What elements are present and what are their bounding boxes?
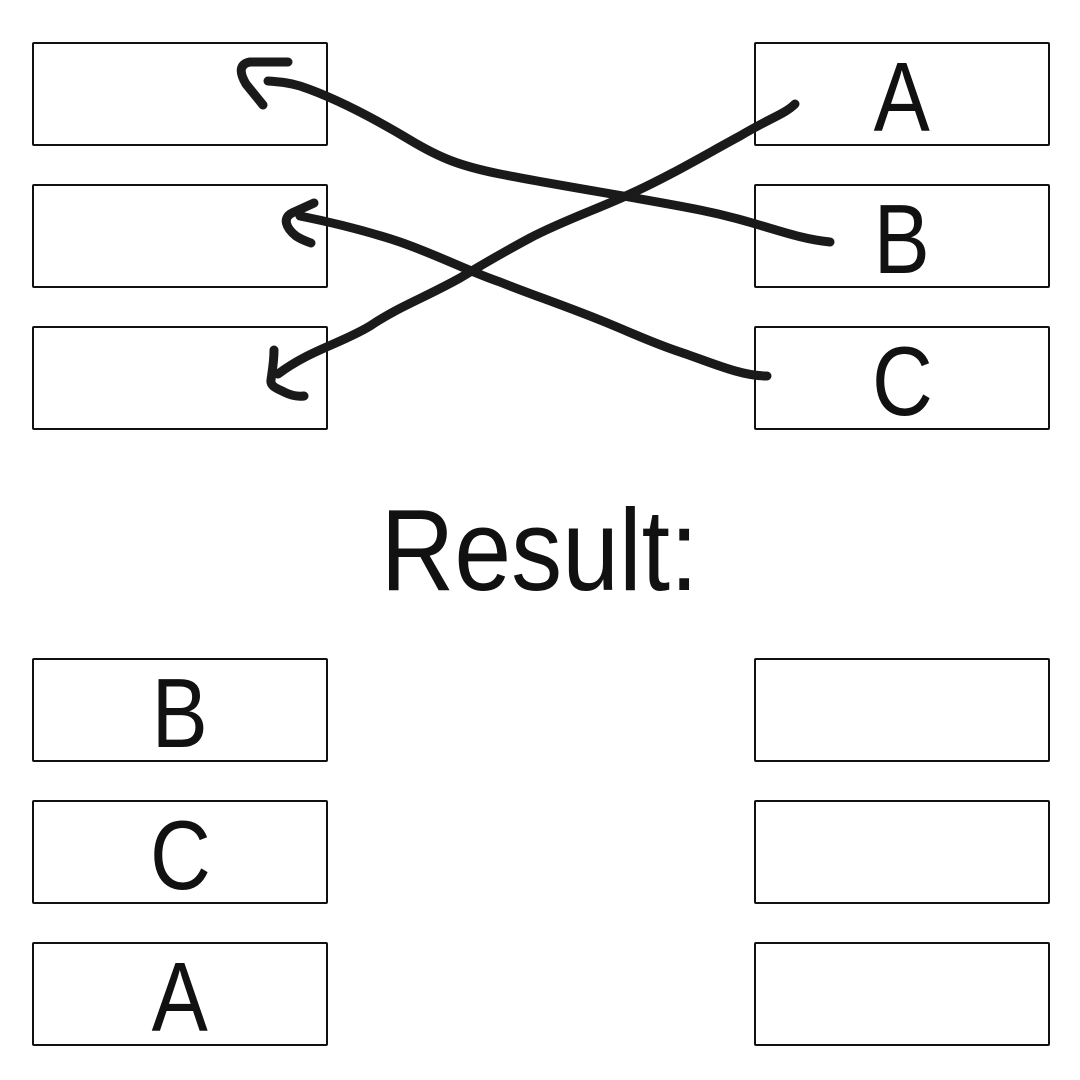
- result-left-box-1-label: B: [151, 658, 209, 768]
- result-left-box-2-label: C: [149, 800, 211, 910]
- top-left-box-1: [32, 42, 328, 146]
- top-right-box-c-label: C: [871, 326, 933, 436]
- top-right-box-a: A: [754, 42, 1050, 146]
- top-right-box-c: C: [754, 326, 1050, 430]
- arrow-c-to-slot-2: [295, 211, 772, 381]
- top-right-box-b: B: [754, 184, 1050, 288]
- top-left-box-2: [32, 184, 328, 288]
- result-left-box-2: C: [32, 800, 328, 904]
- result-right-box-1: [754, 658, 1050, 762]
- arrow-a-to-slot-3: [273, 99, 800, 379]
- top-right-box-a-label: A: [873, 42, 931, 152]
- result-left-box-3-label: A: [151, 942, 209, 1052]
- result-heading: Result:: [381, 485, 699, 615]
- top-left-box-3: [32, 326, 328, 430]
- result-right-box-3: [754, 942, 1050, 1046]
- arrow-b-to-slot-1: [263, 76, 835, 247]
- result-left-box-1: B: [32, 658, 328, 762]
- result-left-box-3: A: [32, 942, 328, 1046]
- top-right-box-b-label: B: [873, 184, 931, 294]
- result-right-box-2: [754, 800, 1050, 904]
